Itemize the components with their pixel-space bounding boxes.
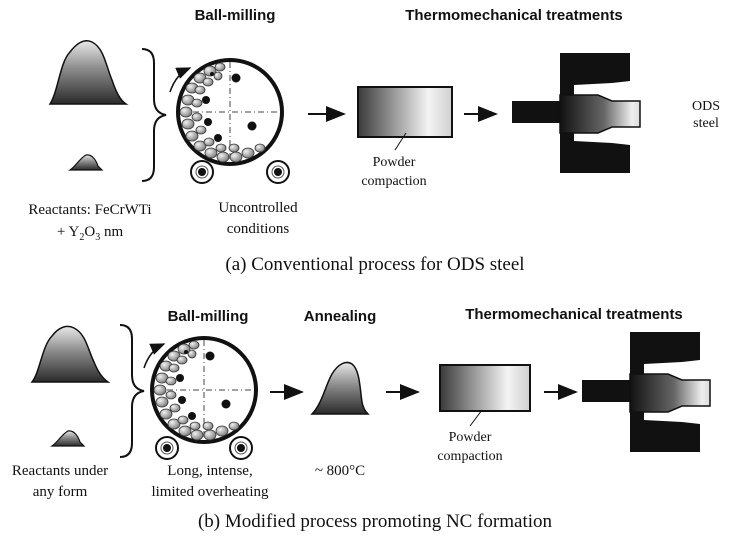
- powder-compaction-line2: compaction: [437, 449, 502, 464]
- reactant-powder-large-icon: [30, 325, 111, 383]
- extrusion-press-icon: [581, 331, 711, 453]
- extrusion-press-icon: [511, 52, 641, 174]
- step-label-ball-milling: Ball-milling: [168, 308, 249, 325]
- caption-b: (b) Modified process promoting NC format…: [198, 511, 553, 532]
- powder-compaction-line1: Powder: [373, 155, 416, 170]
- brace-icon: [119, 324, 145, 458]
- panel-a: Ball-milling Thermomechanical treatments…: [28, 7, 720, 275]
- annealing-temperature: ~ 800°C: [315, 463, 365, 479]
- milling-conditions-line2: limited overheating: [151, 484, 269, 500]
- milling-conditions-line1: Uncontrolled: [218, 200, 298, 216]
- step-label-ball-milling: Ball-milling: [195, 7, 276, 24]
- product-label-line2: steel: [693, 116, 719, 131]
- panel-b: Ball-milling Annealing Thermomechanical …: [12, 306, 711, 532]
- reactants-label-line1: Reactants under: [12, 463, 108, 479]
- reactant-powder-small-icon: [50, 430, 86, 447]
- powder-compaction-line2: compaction: [361, 174, 426, 189]
- roller-left-icon: [155, 436, 179, 460]
- step-label-thermomechanical: Thermomechanical treatments: [405, 7, 623, 24]
- rotation-arrow-icon: [143, 343, 166, 369]
- pointer-line-icon: [469, 409, 483, 427]
- powder-compaction-line1: Powder: [449, 430, 492, 445]
- reactants-formula: + Y2O3 nm: [57, 224, 124, 243]
- roller-left-icon: [190, 160, 214, 184]
- reactants-label-line2: any form: [33, 484, 88, 500]
- pointer-line-icon: [394, 132, 407, 151]
- reactant-powder-small-icon: [68, 154, 104, 171]
- step-label-annealing: Annealing: [304, 308, 377, 325]
- annealed-powder-icon: [310, 361, 370, 415]
- rotation-arrow-icon: [169, 67, 192, 93]
- roller-right-icon: [229, 436, 253, 460]
- compacted-billet-icon: [357, 86, 453, 138]
- product-label-line1: ODS: [692, 99, 720, 114]
- roller-right-icon: [266, 160, 290, 184]
- ball-mill-icon: [176, 58, 284, 166]
- brace-icon: [141, 48, 167, 182]
- ball-mill-icon: [150, 336, 258, 444]
- step-label-thermomechanical: Thermomechanical treatments: [465, 306, 683, 323]
- caption-a: (a) Conventional process for ODS steel: [225, 254, 524, 275]
- milling-conditions-line1: Long, intense,: [167, 463, 252, 479]
- reactant-powder-large-icon: [48, 40, 129, 105]
- compacted-billet-icon: [439, 364, 531, 412]
- reactants-label: Reactants: FeCrWTi: [28, 202, 151, 218]
- milling-conditions-line2: conditions: [227, 221, 290, 237]
